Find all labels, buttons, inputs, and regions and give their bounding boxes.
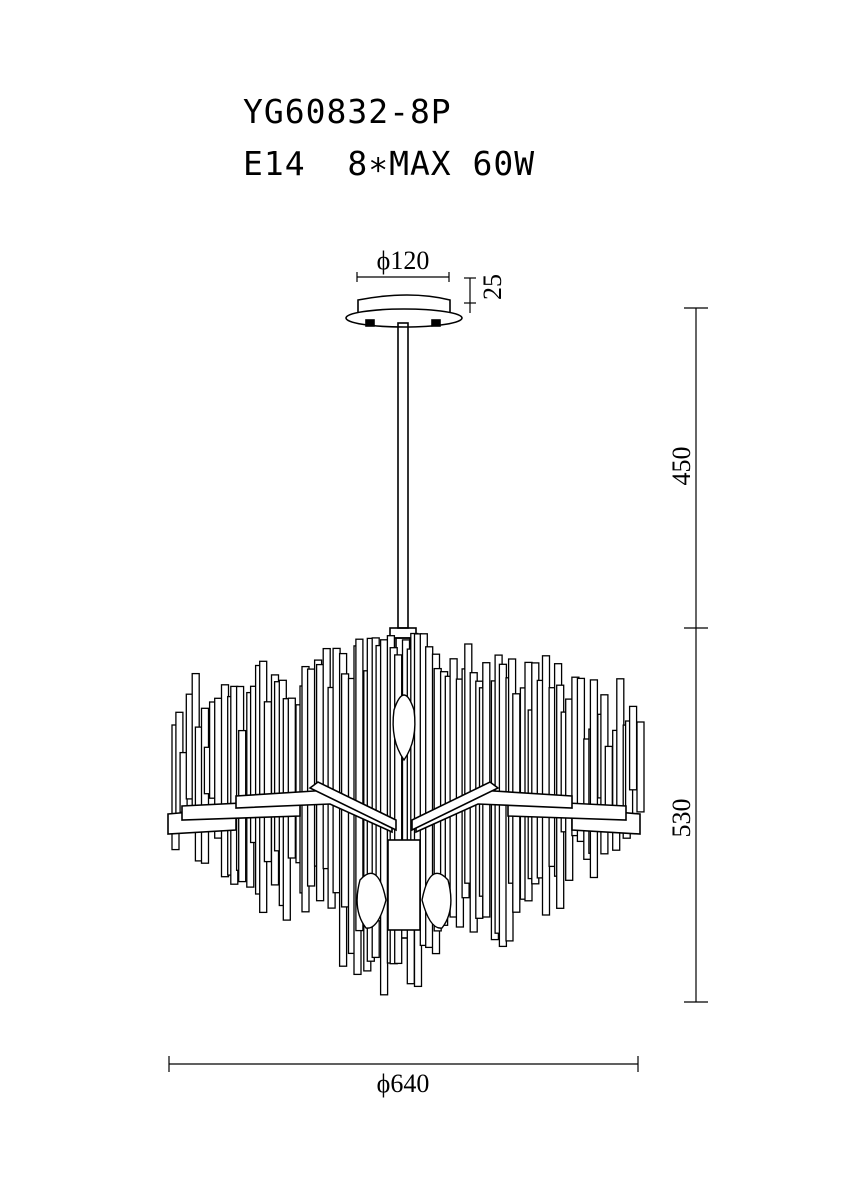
canopy-height-label: 25 xyxy=(478,274,507,300)
glass-rod xyxy=(355,638,364,932)
glass-rod xyxy=(636,721,645,813)
glass-rod xyxy=(306,668,316,887)
glass-rod xyxy=(589,679,599,879)
body-diameter-label: ϕ640 xyxy=(377,1069,430,1098)
canopy-diameter-dimension xyxy=(356,272,450,282)
glass-rod xyxy=(394,654,403,965)
lamp-spec: E14 8∗MAX 60W xyxy=(243,144,536,183)
canopy-height-dimension xyxy=(464,277,476,313)
height-dimension xyxy=(684,307,708,1003)
rod-length-label: 450 xyxy=(667,447,696,486)
bulbs xyxy=(356,694,452,929)
glass-rod xyxy=(340,673,350,908)
glass-rod xyxy=(287,697,296,859)
model-number: YG60832-8P xyxy=(243,92,452,131)
body-height-label: 530 xyxy=(667,799,696,838)
canopy-diameter-label: ϕ120 xyxy=(377,246,430,275)
width-dimension xyxy=(168,1056,639,1072)
glass-rod xyxy=(263,701,273,863)
glass-rod xyxy=(628,705,638,791)
chandelier-arms xyxy=(167,781,641,931)
canopy xyxy=(345,294,463,328)
